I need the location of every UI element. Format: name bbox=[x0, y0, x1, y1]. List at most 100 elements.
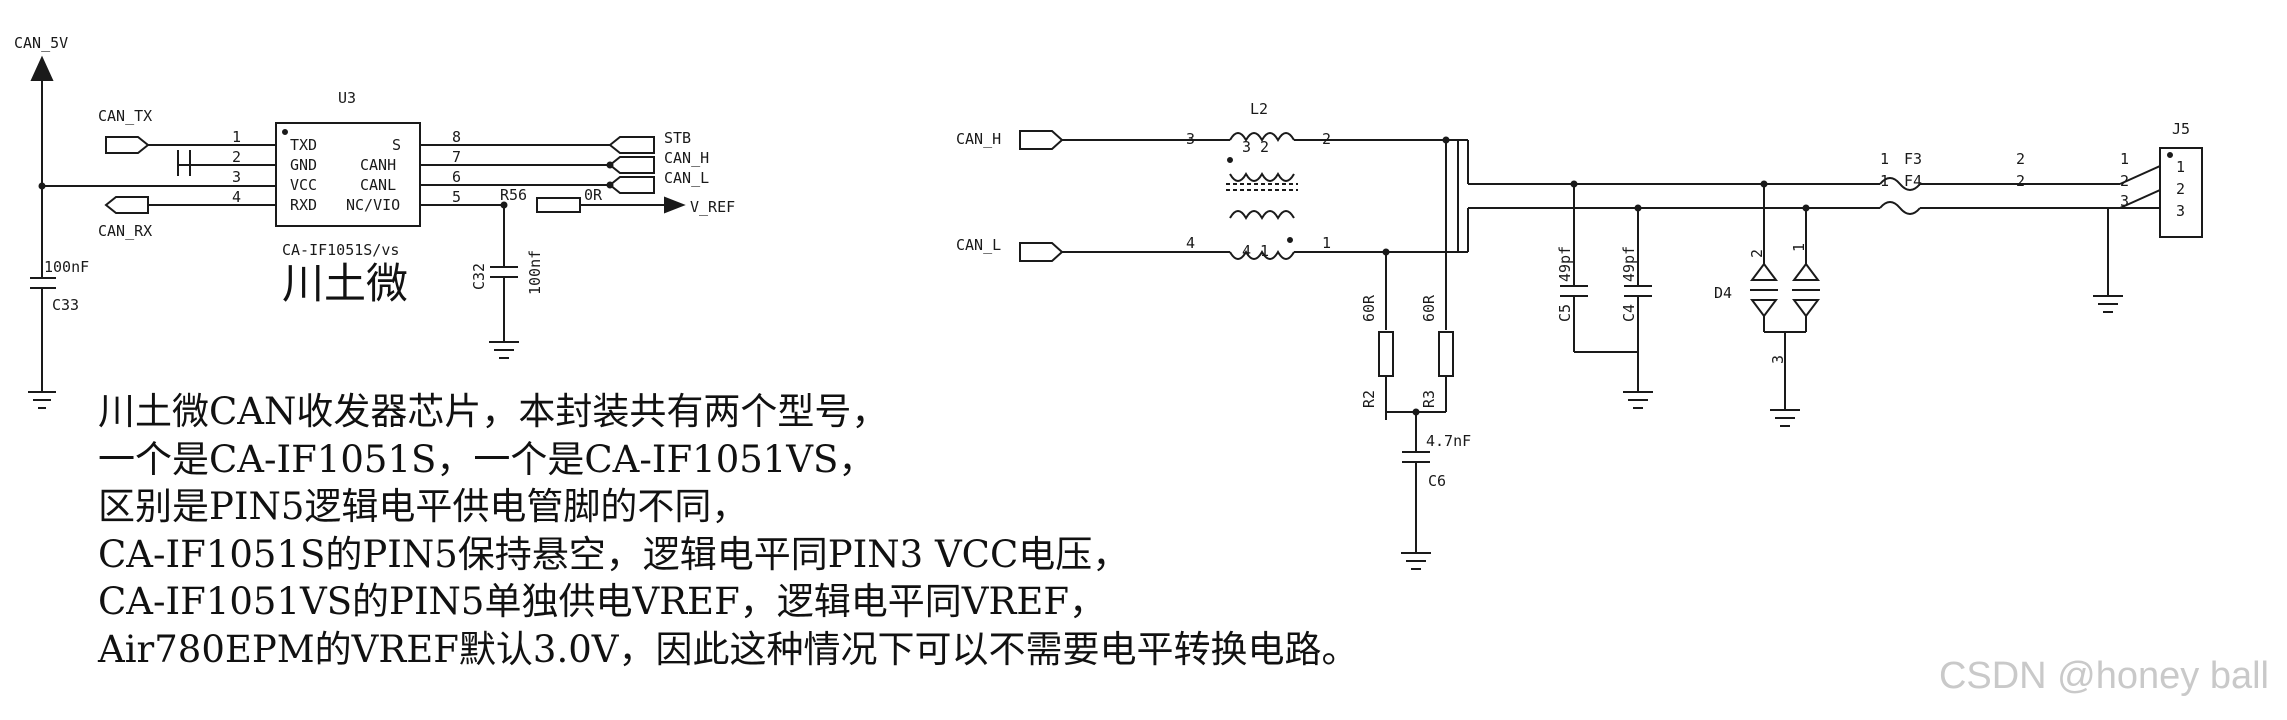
r3-label: R3 bbox=[1420, 390, 1438, 408]
can-l-in-label: CAN_L bbox=[956, 236, 1001, 254]
f4-label: F4 bbox=[1904, 172, 1922, 190]
can-h-out-label: CAN_H bbox=[664, 149, 709, 167]
can-h-input-port bbox=[1019, 130, 1230, 150]
pin-label-l3: 3 bbox=[232, 168, 241, 186]
f4-fuse bbox=[1879, 201, 2120, 215]
note-line: Air780EPM的VREF默认3.0V，因此这种情况下可以不需要电平转换电路。 bbox=[98, 627, 1359, 671]
j5-inner-pin2: 2 bbox=[2120, 172, 2129, 190]
f4-pin2-label: 2 bbox=[2016, 172, 2025, 190]
j5-pin3-label: 3 bbox=[2176, 202, 2185, 220]
brand-label: 川土微 bbox=[282, 259, 409, 308]
can-l-port-top bbox=[608, 176, 655, 194]
d4-pin1-label: 1 bbox=[1790, 243, 1808, 252]
r2-resistor bbox=[1378, 331, 1394, 377]
note-line: 区别是PIN5逻辑电平供电管脚的不同， bbox=[98, 485, 749, 528]
can-h-port-top bbox=[608, 156, 655, 174]
can-bus-lines bbox=[1457, 140, 1880, 252]
pin-name-gnd: GND bbox=[290, 156, 317, 174]
c6-capacitor bbox=[1402, 451, 1430, 553]
r56-value-label: 0R bbox=[584, 186, 603, 204]
d4-label: D4 bbox=[1714, 284, 1732, 302]
f3-pin1-label: 1 bbox=[1880, 150, 1889, 168]
d4-pin3-label: 3 bbox=[1769, 355, 1787, 364]
l2-output-wires bbox=[1294, 139, 1468, 253]
u3-ic-body bbox=[275, 122, 421, 227]
pin-name-txd: TXD bbox=[290, 136, 317, 154]
termination-wires bbox=[1385, 140, 1447, 452]
pin-label-r6: 6 bbox=[452, 168, 461, 186]
pin-label-l1: 1 bbox=[232, 128, 241, 146]
c5-label: C5 bbox=[1556, 304, 1574, 322]
c33-value-label: 100nF bbox=[44, 258, 89, 276]
l2-pins-41-label: 4 1 bbox=[1242, 242, 1269, 260]
ground-symbol-c4-c5 bbox=[1623, 391, 1653, 409]
r56-resistor bbox=[536, 197, 581, 213]
j5-connector bbox=[2107, 147, 2203, 296]
c5-value-label: 49pf bbox=[1556, 246, 1574, 282]
can-l-input-port bbox=[1019, 242, 1230, 262]
c4-label: C4 bbox=[1620, 304, 1638, 322]
l2-pins-32-label: 3 2 bbox=[1242, 138, 1269, 156]
ground-symbol-c33 bbox=[28, 391, 56, 409]
l2-pin3-label: 3 bbox=[1186, 130, 1195, 148]
j5-pin1-label: 1 bbox=[2176, 158, 2185, 176]
c4-value-label: 49pf bbox=[1620, 246, 1638, 282]
r3-resistor bbox=[1438, 331, 1454, 377]
can-h-in-label: CAN_H bbox=[956, 130, 1001, 148]
l2-pin2-label: 2 bbox=[1322, 130, 1331, 148]
f4-pin1-label: 1 bbox=[1880, 172, 1889, 190]
l2-pin1-label: 1 bbox=[1322, 234, 1331, 252]
gnd-pin-wire bbox=[177, 150, 276, 176]
v-ref-arrow bbox=[664, 196, 686, 214]
pin-label-r7: 7 bbox=[452, 148, 461, 166]
ground-symbol-d4 bbox=[1770, 409, 1800, 427]
stb-label: STB bbox=[664, 129, 691, 147]
can-tx-label: CAN_TX bbox=[98, 107, 152, 125]
r56-label: R56 bbox=[500, 186, 527, 204]
c4-capacitor bbox=[1574, 208, 1652, 392]
j5-inner-pin1: 1 bbox=[2120, 150, 2129, 168]
c32-value-label: 100nf bbox=[526, 250, 544, 295]
note-line: 一个是CA-IF1051S，一个是CA-IF1051VS， bbox=[98, 437, 876, 481]
f3-fuse bbox=[1879, 177, 2120, 191]
c5-capacitor bbox=[1560, 184, 1588, 352]
can-l-out-label: CAN_L bbox=[664, 169, 709, 187]
pin-name-canh: CANH bbox=[360, 156, 396, 174]
pin-label-l2: 2 bbox=[232, 148, 241, 166]
r3-value-label: 60R bbox=[1420, 294, 1438, 322]
u3-right-pin-wires bbox=[420, 144, 665, 206]
r2-label: R2 bbox=[1360, 390, 1378, 408]
c32-label: C32 bbox=[470, 263, 488, 290]
u3-ref-label: U3 bbox=[338, 89, 356, 107]
c33-capacitor bbox=[30, 277, 56, 392]
u3-part-label: CA-IF1051S/vs bbox=[282, 241, 399, 259]
pin-label-l4: 4 bbox=[232, 188, 241, 206]
pin-label-r8: 8 bbox=[452, 128, 461, 146]
watermark: CSDN @honey ball bbox=[1938, 655, 2269, 697]
pin-name-s: S bbox=[392, 136, 401, 154]
can-5v-power-arrow bbox=[30, 55, 54, 278]
j5-pin2-label: 2 bbox=[2176, 180, 2185, 198]
ground-symbol-c32 bbox=[489, 341, 519, 359]
l2-label: L2 bbox=[1250, 100, 1268, 118]
note-line: 川土微CAN收发器芯片，本封装共有两个型号， bbox=[98, 390, 889, 433]
note-line: CA-IF1051S的PIN5保持悬空，逻辑电平同PIN3 VCC电压， bbox=[98, 532, 1130, 576]
f3-pin2-label: 2 bbox=[2016, 150, 2025, 168]
l2-common-mode-choke bbox=[1226, 132, 1298, 260]
c6-value-label: 4.7nF bbox=[1426, 432, 1471, 450]
pin-name-canl: CANL bbox=[360, 176, 396, 194]
c32-capacitor bbox=[490, 205, 518, 342]
j5-inner-pin3: 3 bbox=[2120, 192, 2129, 210]
d4-tvs-diode bbox=[1750, 184, 1820, 410]
pin-label-r5: 5 bbox=[452, 188, 461, 206]
junction-dots bbox=[38, 136, 1810, 416]
pin-name-vcc: VCC bbox=[290, 176, 317, 194]
c6-label: C6 bbox=[1428, 472, 1446, 490]
d4-pin2-label: 2 bbox=[1748, 249, 1766, 258]
c33-label: C33 bbox=[52, 296, 79, 314]
r2-value-label: 60R bbox=[1360, 294, 1378, 322]
v-ref-label: V_REF bbox=[690, 198, 735, 216]
stb-port bbox=[608, 136, 655, 154]
ground-symbol-c6 bbox=[1401, 552, 1431, 570]
